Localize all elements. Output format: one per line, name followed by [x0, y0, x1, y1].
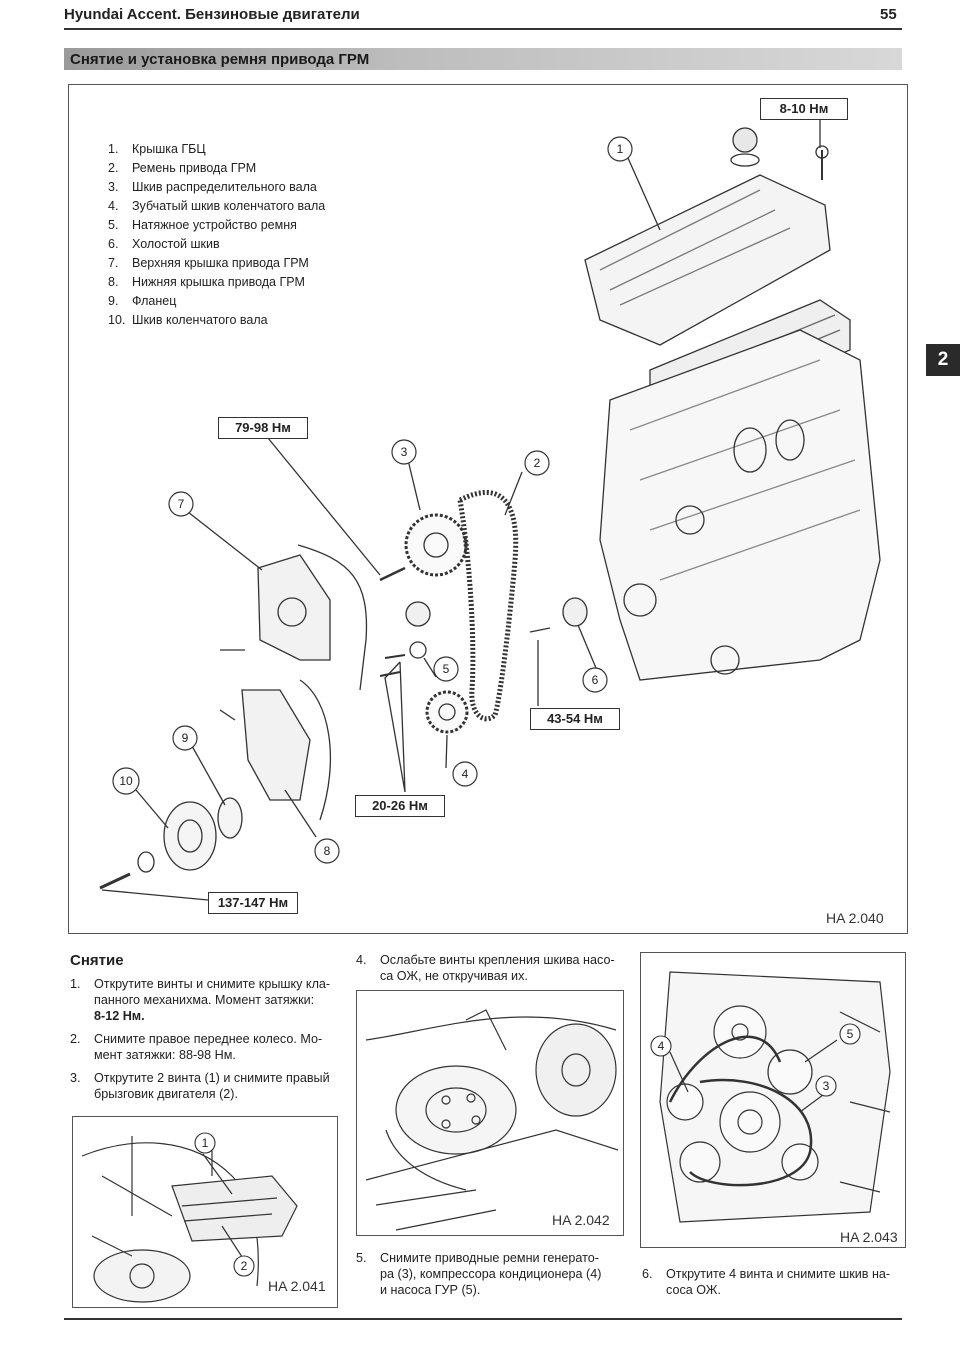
callout-label: 7	[178, 497, 185, 511]
callout-label: 4	[658, 1039, 665, 1053]
callout-label: 5	[443, 662, 450, 676]
torque-label: 137-147 Нм	[208, 892, 298, 914]
callout-circle	[112, 767, 140, 795]
step-6: 6. Открутите 4 винта и снимите шкив на- …	[642, 1267, 891, 1297]
callout-circle	[168, 491, 194, 517]
exploded-view-figure	[68, 84, 908, 934]
running-header-title: Hyundai Accent. Бензиновые двигатели	[64, 6, 360, 23]
legend-item: 6.Холостой шкив	[108, 237, 220, 251]
figure-code: HA 2.042	[552, 1212, 610, 1228]
callout-label: 9	[182, 731, 189, 745]
callout-circle	[433, 656, 459, 682]
callout-label: 2	[534, 456, 541, 470]
section-title-bar	[64, 48, 902, 70]
legend-item: 2.Ремень привода ГРМ	[108, 161, 257, 175]
engine-drawing: 1 2 3 4 5 6 7 8 9 10	[99, 118, 881, 901]
legend-item: 10.Шкив коленчатого вала	[108, 313, 268, 327]
footer-rule	[64, 1318, 902, 1320]
callout-label: 5	[847, 1027, 854, 1041]
callout-label: 8	[324, 844, 331, 858]
callout-label: 10	[119, 774, 133, 788]
callout-circle	[524, 450, 550, 476]
page-number: 55	[880, 6, 897, 23]
callout-circle	[391, 439, 417, 465]
step-1: 1. Открутите винты и снимите крышку кла-…	[70, 977, 331, 1023]
step-3: 3. Открутите 2 винта (1) и снимите правы…	[70, 1071, 330, 1101]
step-5: 5. Снимите приводные ремни генерато- ра …	[356, 1251, 602, 1297]
legend-item: 5.Натяжное устройство ремня	[108, 218, 297, 232]
wheel-arch-drawing: 1 2	[81, 1132, 298, 1303]
legend-item: 9.Фланец	[108, 294, 177, 308]
legend-item: 3.Шкив распределительного вала	[108, 180, 317, 194]
legend-item: 8.Нижняя крышка привода ГРМ	[108, 275, 305, 289]
water-pump-pulley-drawing	[365, 1009, 619, 1231]
removal-heading: Снятие	[70, 952, 124, 969]
callout-label: 2	[241, 1259, 248, 1273]
torque-label: 43-54 Нм	[530, 708, 620, 730]
step-2: 2. Снимите правое переднее колесо. Мо- м…	[70, 1032, 323, 1062]
callout-circle	[582, 667, 608, 693]
callout-label: 1	[617, 142, 624, 156]
callout-circle	[607, 136, 633, 162]
legend-item: 4.Зубчатый шкив коленчатого вала	[108, 199, 326, 213]
torque-label: 8-10 Нм	[760, 98, 848, 120]
figure-code: HA 2.041	[268, 1278, 326, 1294]
chapter-tab: 2	[926, 344, 960, 376]
callout-circle	[314, 838, 340, 864]
legend-item: 1.Крышка ГБЦ	[108, 142, 206, 156]
torque-label: 79-98 Нм	[218, 417, 308, 439]
callout-label: 3	[823, 1079, 830, 1093]
callout-label: 1	[202, 1136, 209, 1150]
torque-label: 20-26 Нм	[355, 795, 445, 817]
parts-legend: 1.Крышка ГБЦ 2.Ремень привода ГРМ 3.Шкив…	[108, 140, 325, 330]
figure-code: HA 2.043	[840, 1229, 898, 1245]
header-rule	[64, 28, 902, 30]
callout-label: 4	[462, 767, 469, 781]
callout-label: 3	[401, 445, 408, 459]
section-title: Снятие и установка ремня привода ГРМ	[70, 51, 370, 68]
legend-item: 7.Верхняя крышка привода ГРМ	[108, 256, 309, 270]
callout-label: 6	[592, 673, 599, 687]
callout-circle	[452, 761, 478, 787]
callout-circle	[172, 725, 198, 751]
step-4: 4. Ослабьте винты крепления шкива насо- …	[356, 953, 615, 983]
figure-code: HA 2.040	[826, 910, 884, 926]
accessory-belts-drawing: 3 4 5	[650, 971, 891, 1223]
